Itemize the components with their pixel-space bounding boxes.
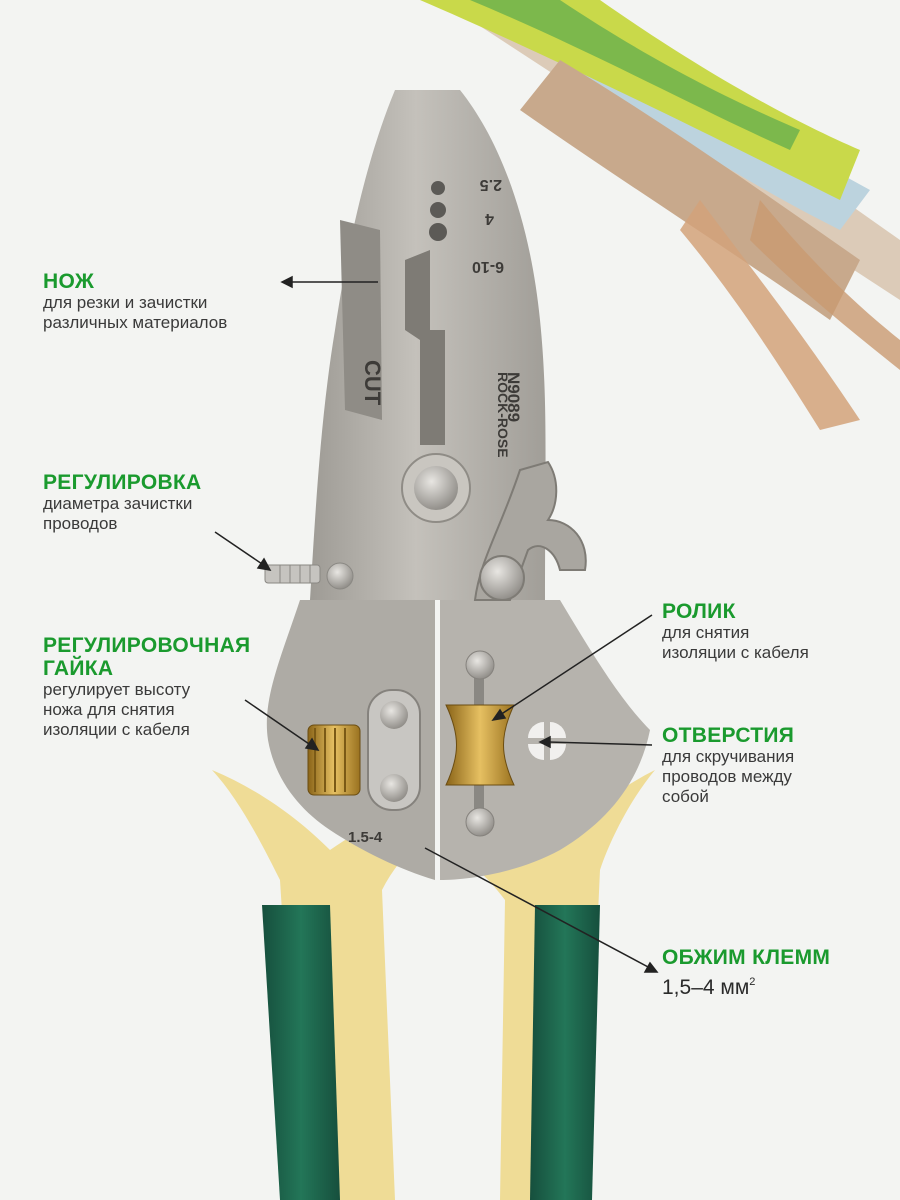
right-handle (450, 770, 655, 1200)
brand-mark: ROCK-ROSE (495, 372, 511, 458)
callout-adjust: РЕГУЛИРОВКА диаметра зачистки проводов (43, 471, 202, 534)
callout-crimp: ОБЖИМ КЛЕММ 1,5–4 мм2 (662, 946, 830, 1001)
callout-holes: ОТВЕРСТИЯ для скручивания проводов между… (662, 724, 794, 807)
roller-desc-line1: для снятия (662, 623, 750, 642)
nut-desc-line2: ножа для снятия (43, 700, 175, 719)
crimp-range-mark: 1.5-4 (348, 829, 383, 846)
holes-desc-line2: проводов между (662, 767, 792, 786)
adjust-desc-line1: диаметра зачистки (43, 494, 193, 513)
nut-desc-line3: изоляции с кабеля (43, 720, 190, 739)
adjust-title: РЕГУЛИРОВКА (43, 471, 202, 494)
knife-title: НОЖ (43, 270, 95, 293)
crimp-title: ОБЖИМ КЛЕММ (662, 946, 831, 969)
holes-title: ОТВЕРСТИЯ (662, 724, 795, 747)
knife-desc-line2: различных материалов (43, 313, 228, 332)
nut-title-line1: РЕГУЛИРОВОЧНАЯ (43, 634, 251, 657)
adjusting-nut (307, 724, 361, 796)
callout-nut: РЕГУЛИРОВОЧНАЯ ГАЙКА регулирует высоту н… (43, 634, 250, 740)
nut-desc-line1: регулирует высоту (43, 680, 191, 699)
cable-bundle (420, 0, 900, 430)
roller (445, 650, 515, 837)
callout-roller: РОЛИК для снятия изоляции с кабеля (662, 600, 809, 663)
adjust-desc-line2: проводов (43, 514, 118, 533)
callout-knife: НОЖ для резки и зачистки различных матер… (43, 270, 227, 333)
holes-desc-line3: собой (662, 787, 709, 806)
roller-desc-line2: изоляции с кабеля (662, 643, 809, 662)
size-mark-1: 2.5 (480, 176, 502, 193)
model-mark: N9089 (504, 372, 523, 422)
adjust-screw (264, 562, 354, 590)
twist-holes (528, 722, 566, 760)
crimp-value-sup: 2 (749, 976, 756, 988)
nut-title-line2: ГАЙКА (43, 657, 114, 680)
knife-desc-line1: для резки и зачистки (43, 293, 208, 312)
roller-title: РОЛИК (662, 600, 736, 623)
size-mark-3: 6-10 (472, 258, 504, 275)
size-mark-2: 4 (485, 210, 494, 227)
crimp-value: 1,5–4 мм2 (662, 969, 830, 1001)
cut-mark: CUT (360, 360, 385, 406)
left-handle (212, 770, 420, 1200)
holes-desc-line1: для скручивания (662, 747, 795, 766)
crimp-value-text: 1,5–4 мм (662, 976, 750, 999)
